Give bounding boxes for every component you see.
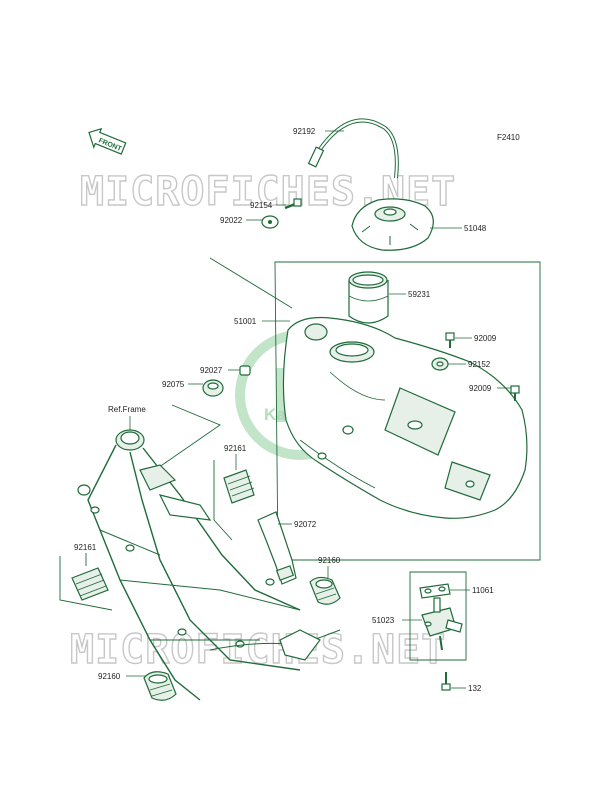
bolt-92154 (284, 198, 302, 210)
label-92152: 92152 (468, 360, 491, 369)
fuel-tap-51023 (421, 597, 463, 651)
label-92154: 92154 (250, 201, 273, 210)
tank-group-bracket (274, 261, 541, 561)
label-92027: 92027 (200, 366, 223, 375)
label-51023: 51023 (372, 616, 395, 625)
label-92022: 92022 (220, 216, 243, 225)
label-92009-upper: 92009 (474, 334, 497, 343)
grommet-92152 (431, 357, 449, 371)
label-92160-upper: 92160 (318, 556, 341, 565)
label-11061: 11061 (472, 586, 494, 595)
label-59231: 59231 (408, 290, 431, 299)
label-51001: 51001 (234, 317, 257, 326)
fuel-strainer (348, 271, 389, 324)
strap-92072 (257, 511, 297, 585)
label-92075: 92075 (162, 380, 185, 389)
bolt-92009-upper (445, 332, 455, 348)
label-92161-left: 92161 (74, 543, 97, 552)
gasket-11061 (419, 583, 451, 599)
ref-frame-label: Ref.Frame (108, 405, 146, 414)
label-132: 132 (468, 684, 482, 693)
label-92009-lower: 92009 (469, 384, 492, 393)
label-92161-upper: 92161 (224, 444, 247, 453)
motorcycle-frame (77, 429, 341, 701)
watermark-bottom: MICROFICHES.NET (70, 627, 446, 673)
label-92192: 92192 (293, 127, 316, 136)
fuel-cap (351, 198, 434, 251)
label-92072: 92072 (294, 520, 317, 529)
diagram-code: F2410 (497, 133, 520, 142)
screw-132 (441, 672, 451, 691)
bolt-92009-lower (510, 385, 520, 401)
pad-92161-left (71, 567, 109, 601)
label-51048: 51048 (464, 224, 487, 233)
pad-92161-upper (223, 469, 255, 504)
breather-hose (307, 118, 399, 179)
label-92160-lower: 92160 (98, 672, 121, 681)
damper-92160-upper (309, 576, 341, 605)
damper-92075 (202, 379, 224, 397)
fuel-tank (282, 316, 528, 519)
front-arrow-icon: FRONT (88, 127, 127, 155)
collar-92027 (239, 365, 251, 376)
damper-92160-lower (143, 671, 177, 701)
fuel-tap-bracket (409, 571, 467, 661)
